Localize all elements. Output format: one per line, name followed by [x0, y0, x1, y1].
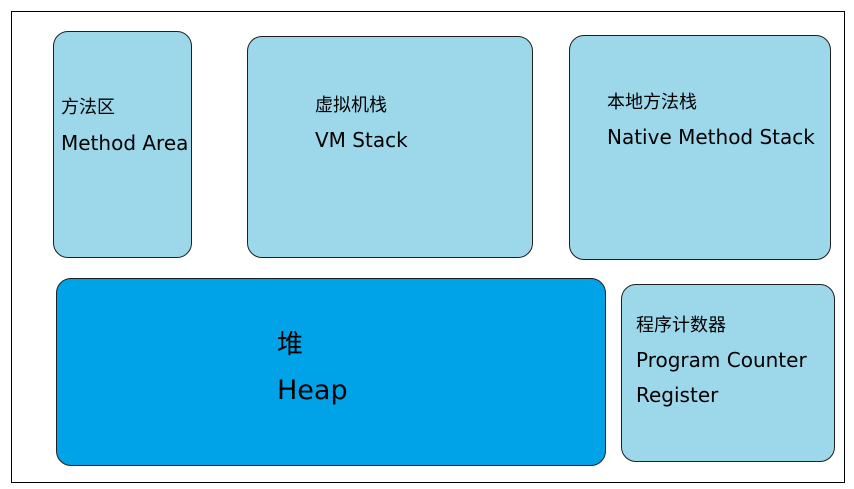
- program-counter-register-label-en-line2: Register: [636, 383, 719, 407]
- method-area-label-en: Method Area: [61, 131, 189, 155]
- program-counter-register-box: 程序计数器 Program Counter Register: [621, 284, 835, 462]
- program-counter-register-label-cn: 程序计数器: [636, 315, 726, 336]
- heap-label-en: Heap: [277, 375, 348, 406]
- native-method-stack-box: 本地方法栈 Native Method Stack: [569, 35, 831, 260]
- native-method-stack-label-en: Native Method Stack: [607, 125, 815, 149]
- native-method-stack-label-cn: 本地方法栈: [607, 92, 697, 113]
- heap-box: 堆 Heap: [56, 278, 606, 466]
- vm-stack-box: 虚拟机栈 VM Stack: [247, 36, 533, 258]
- vm-stack-label-cn: 虚拟机栈: [315, 95, 387, 116]
- method-area-label-cn: 方法区: [61, 97, 115, 118]
- program-counter-register-label-en-line1: Program Counter: [636, 348, 807, 372]
- heap-label-cn: 堆: [277, 330, 304, 360]
- vm-stack-label-en: VM Stack: [315, 128, 408, 152]
- method-area-box: 方法区 Method Area: [53, 31, 192, 258]
